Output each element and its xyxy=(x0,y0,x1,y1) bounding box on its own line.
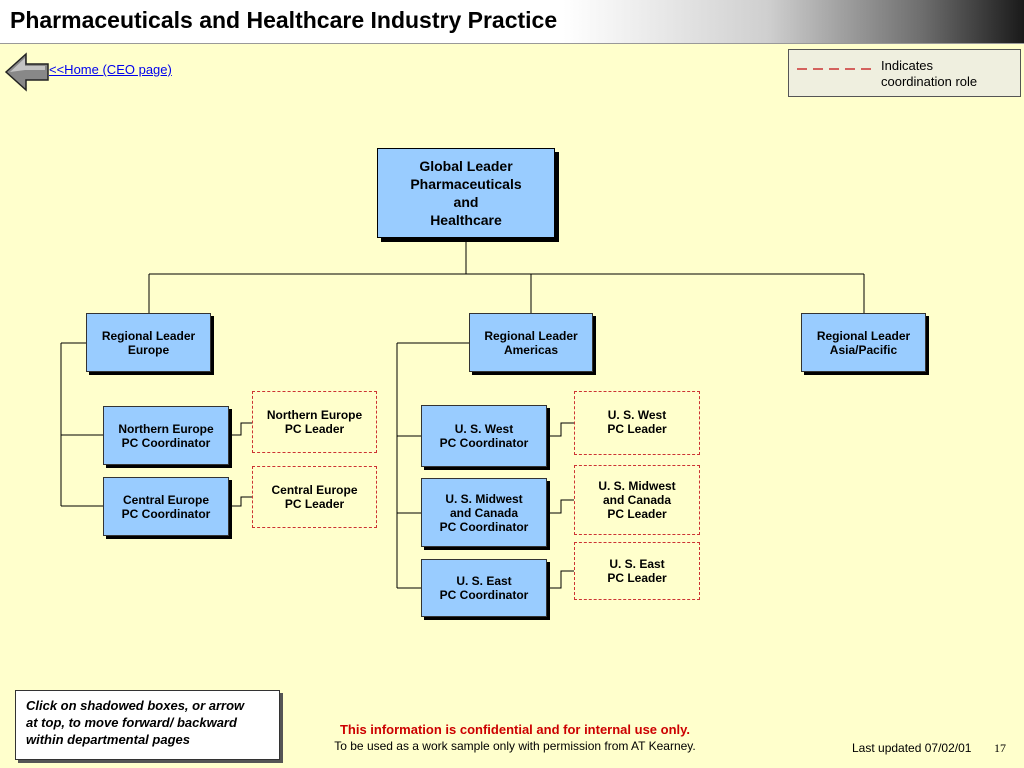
left-arrow-icon[interactable] xyxy=(4,52,50,92)
navigation-note: Click on shadowed boxes, or arrow at top… xyxy=(15,690,280,760)
us-east-coordinator-box[interactable]: U. S. East PC Coordinator xyxy=(421,559,547,617)
dashed-line-icon xyxy=(797,68,875,70)
confidential-notice: This information is confidential and for… xyxy=(339,722,691,737)
global-leader-box[interactable]: Global Leader Pharmaceuticals and Health… xyxy=(377,148,555,238)
home-link[interactable]: <<Home (CEO page) xyxy=(49,62,172,77)
title-bar: Pharmaceuticals and Healthcare Industry … xyxy=(0,0,1024,44)
us-west-leader-box: U. S. West PC Leader xyxy=(574,391,700,455)
us-west-coordinator-box[interactable]: U. S. West PC Coordinator xyxy=(421,405,547,467)
regional-leader-europe-box[interactable]: Regional Leader Europe xyxy=(86,313,211,372)
central-europe-coordinator-box[interactable]: Central Europe PC Coordinator xyxy=(103,477,229,536)
page-title: Pharmaceuticals and Healthcare Industry … xyxy=(10,7,558,33)
work-sample-notice: To be used as a work sample only with pe… xyxy=(334,739,696,753)
legend: Indicates coordination role xyxy=(788,49,1021,97)
last-updated: Last updated 07/02/01 xyxy=(852,741,972,755)
central-europe-leader-box: Central Europe PC Leader xyxy=(252,466,377,528)
regional-leader-americas-box[interactable]: Regional Leader Americas xyxy=(469,313,593,372)
us-midwest-leader-box: U. S. Midwest and Canada PC Leader xyxy=(574,465,700,535)
legend-label: Indicates coordination role xyxy=(881,58,978,89)
page-number: 17 xyxy=(994,741,1006,755)
northern-europe-coordinator-box[interactable]: Northern Europe PC Coordinator xyxy=(103,406,229,465)
us-midwest-coordinator-box[interactable]: U. S. Midwest and Canada PC Coordinator xyxy=(421,478,547,547)
us-east-leader-box: U. S. East PC Leader xyxy=(574,542,700,600)
regional-leader-asia-pacific-box[interactable]: Regional Leader Asia/Pacific xyxy=(801,313,926,372)
northern-europe-leader-box: Northern Europe PC Leader xyxy=(252,391,377,453)
